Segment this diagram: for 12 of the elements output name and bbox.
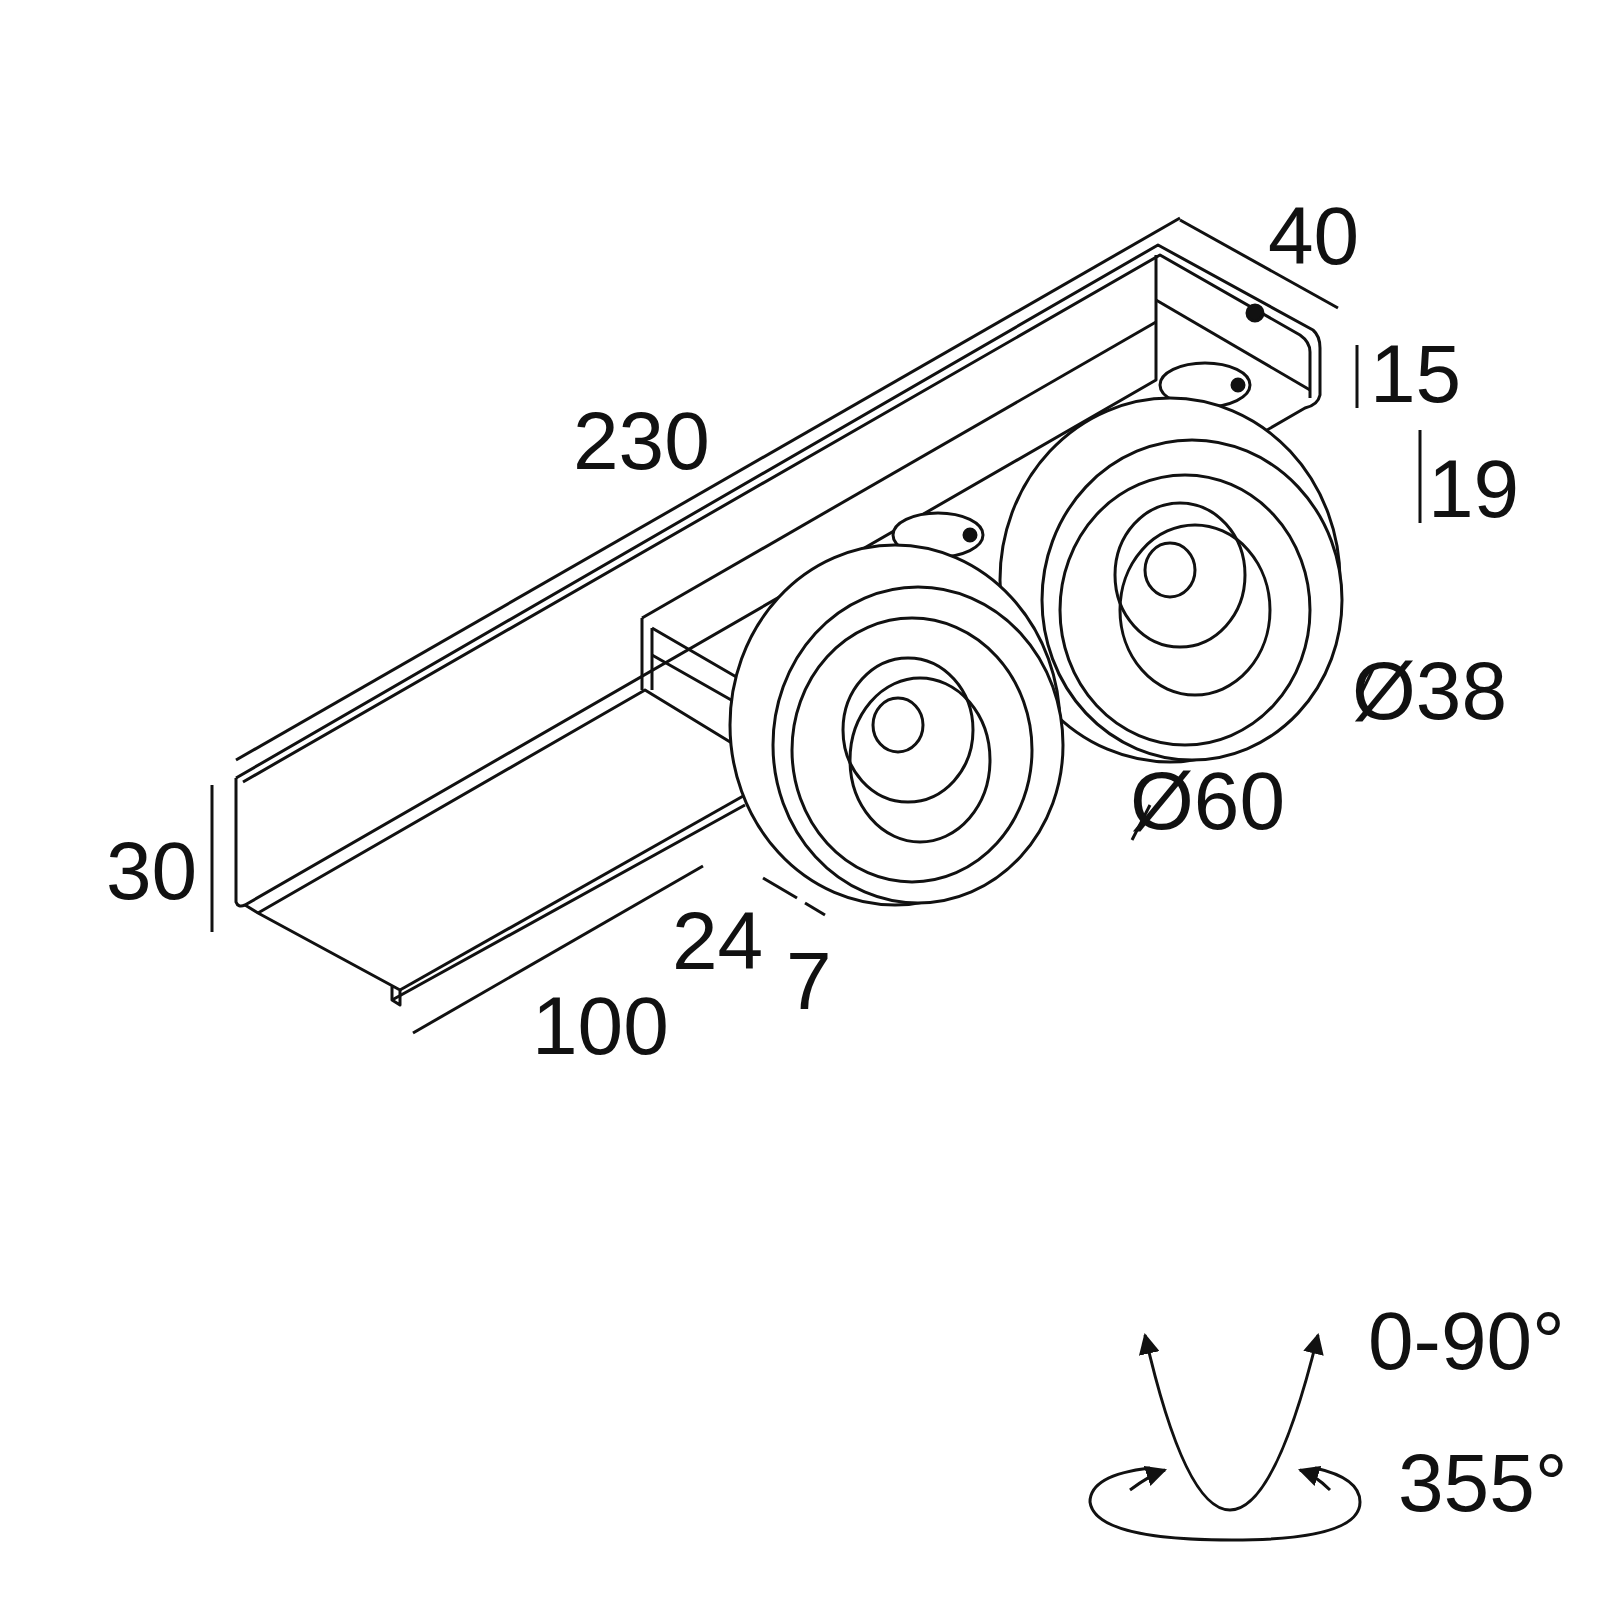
- dimension-label: 100: [532, 985, 669, 1067]
- dimension-label: 30: [106, 830, 198, 912]
- dimension-label: 15: [1370, 333, 1462, 415]
- dimension-label: 19: [1428, 448, 1520, 530]
- dimension-label: 230: [573, 400, 710, 482]
- angle-label: 0-90°: [1368, 1300, 1565, 1382]
- dimension-label: 40: [1268, 195, 1360, 277]
- dimension-label: Ø60: [1130, 760, 1285, 842]
- dimension-label: 7: [786, 940, 832, 1022]
- dimension-label: Ø38: [1352, 650, 1507, 732]
- dimension-label: 24: [672, 900, 764, 982]
- angle-label: 355°: [1398, 1442, 1568, 1524]
